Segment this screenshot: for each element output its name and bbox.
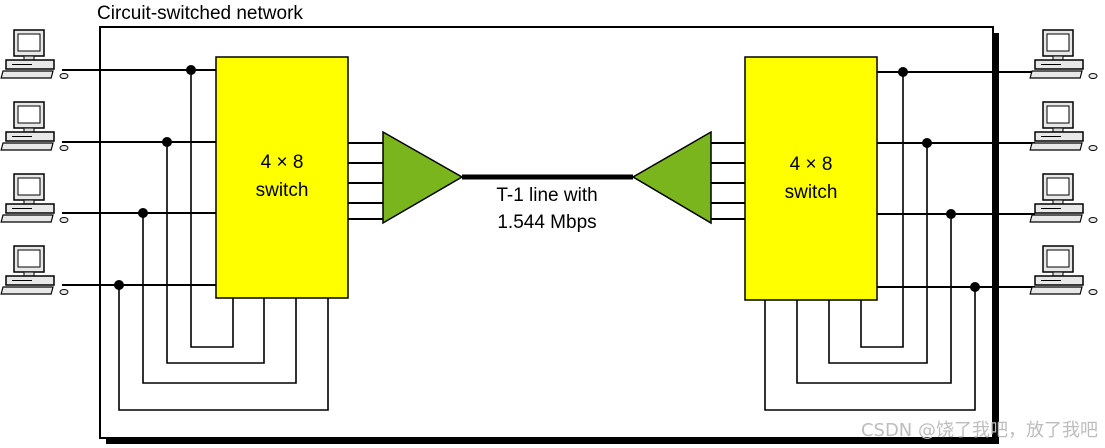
right-junction-dot [946,209,956,219]
right-loop-4 [764,287,976,411]
trunk-label-line2: 1.544 Mbps [497,212,596,233]
left-junction-dot [186,65,196,75]
desktop-computer-icon [0,29,69,80]
network-title: Circuit-switched network [97,3,303,24]
left-switch [215,56,349,299]
right-loop-1 [860,72,904,348]
desktop-computer-icon [0,101,69,152]
watermark-text: CSDN @饶了我吧，放了我吧 [861,420,1098,441]
right-junction-dot [922,138,932,148]
trunk-label-line1: T-1 line with [496,185,597,206]
left-junction-dot [162,137,172,147]
desktop-computer-icon [0,245,69,296]
right-loop-2 [828,143,928,364]
desktop-computer-icon [1029,245,1098,296]
left-junction-dot [114,280,124,290]
left-loop-3 [142,213,297,384]
left-switch-label-line1: 4 × 8 [261,152,304,173]
left-junction-dot [138,208,148,218]
right-junction-dot [970,282,980,292]
right-junction-dot [898,67,908,77]
left-loop-4 [118,285,329,411]
desktop-computer-icon [1029,173,1098,224]
right-multiplexer-icon [631,130,712,225]
left-multiplexer-icon [382,130,464,225]
desktop-computer-icon [0,173,69,224]
left-switch-label-line2: switch [256,180,309,201]
right-switch [744,56,878,301]
desktop-computer-icon [1029,101,1098,152]
desktop-computer-icon [1029,29,1098,80]
right-switch-label-line1: 4 × 8 [790,154,833,175]
left-loop-2 [166,142,265,364]
right-loop-3 [796,214,952,384]
left-loop-1 [190,70,234,348]
right-switch-label-line2: switch [785,182,838,203]
